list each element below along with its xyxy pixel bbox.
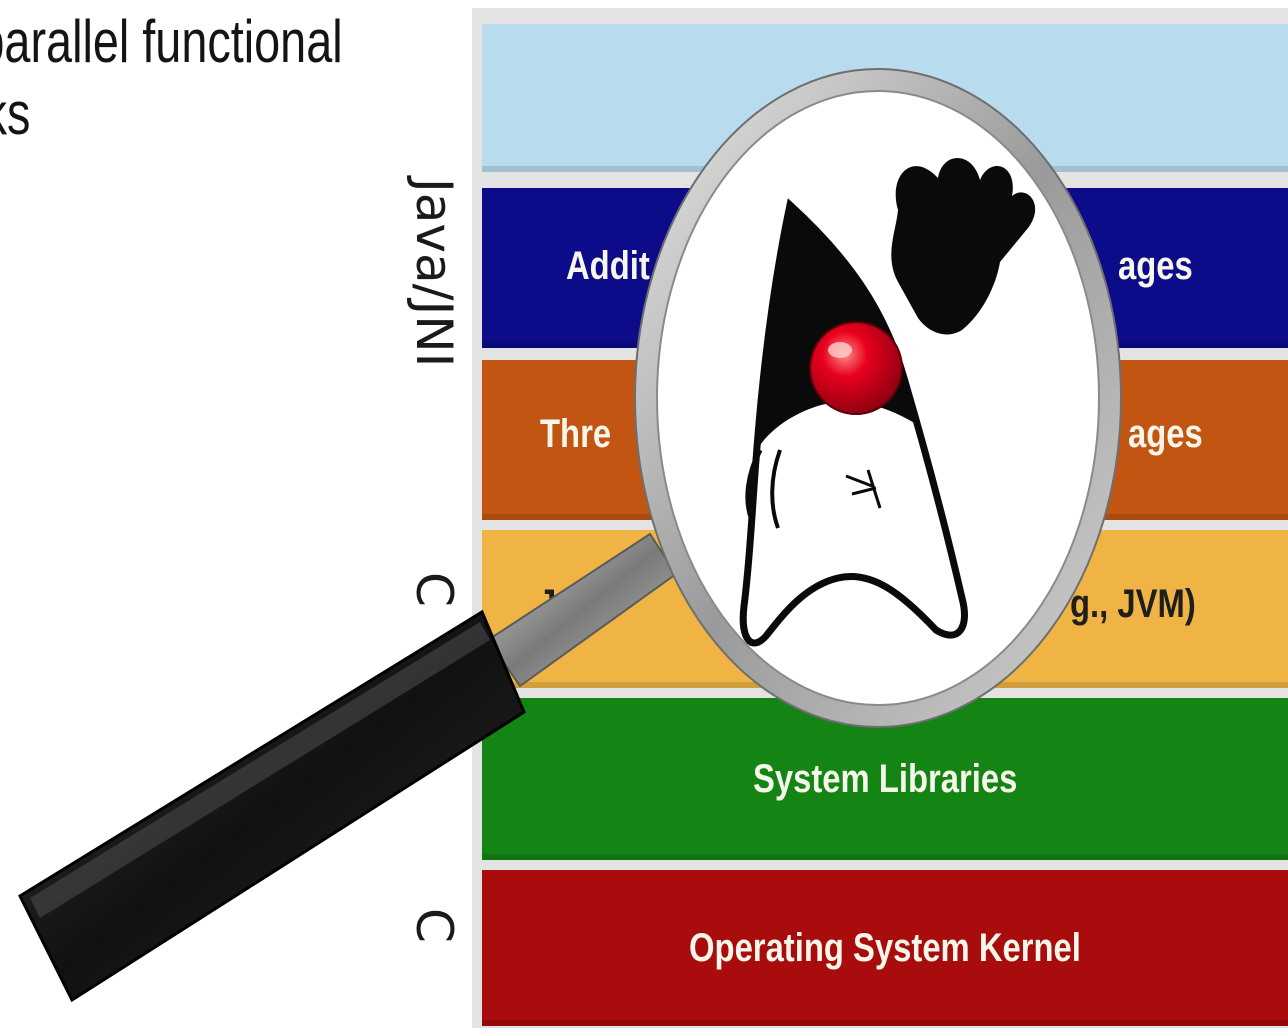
os-kernel-label: Operating System Kernel <box>689 925 1081 970</box>
lens-rim <box>635 69 1121 727</box>
threading-label-left: Thre <box>540 412 612 456</box>
headline-fragment: v parallel functional orks <box>0 6 343 150</box>
additional-packages-label-left: Addit <box>566 244 650 288</box>
system-libraries-layer: System Libraries <box>482 698 1288 860</box>
magnifier-handle <box>18 609 526 1003</box>
headline-line-1: v parallel functional <box>0 8 343 75</box>
threading-label-right: ages <box>1128 412 1203 456</box>
vm-label-right: g., JVM) <box>1070 582 1196 626</box>
magnifier-neck <box>486 532 678 688</box>
headline-line-2: orks <box>0 80 31 147</box>
additional-packages-label-right: ages <box>1118 244 1193 288</box>
system-libraries-label: System Libraries <box>752 756 1018 801</box>
os-kernel-layer: Operating System Kernel <box>482 870 1288 1026</box>
duke-mascot-icon <box>739 158 1036 647</box>
